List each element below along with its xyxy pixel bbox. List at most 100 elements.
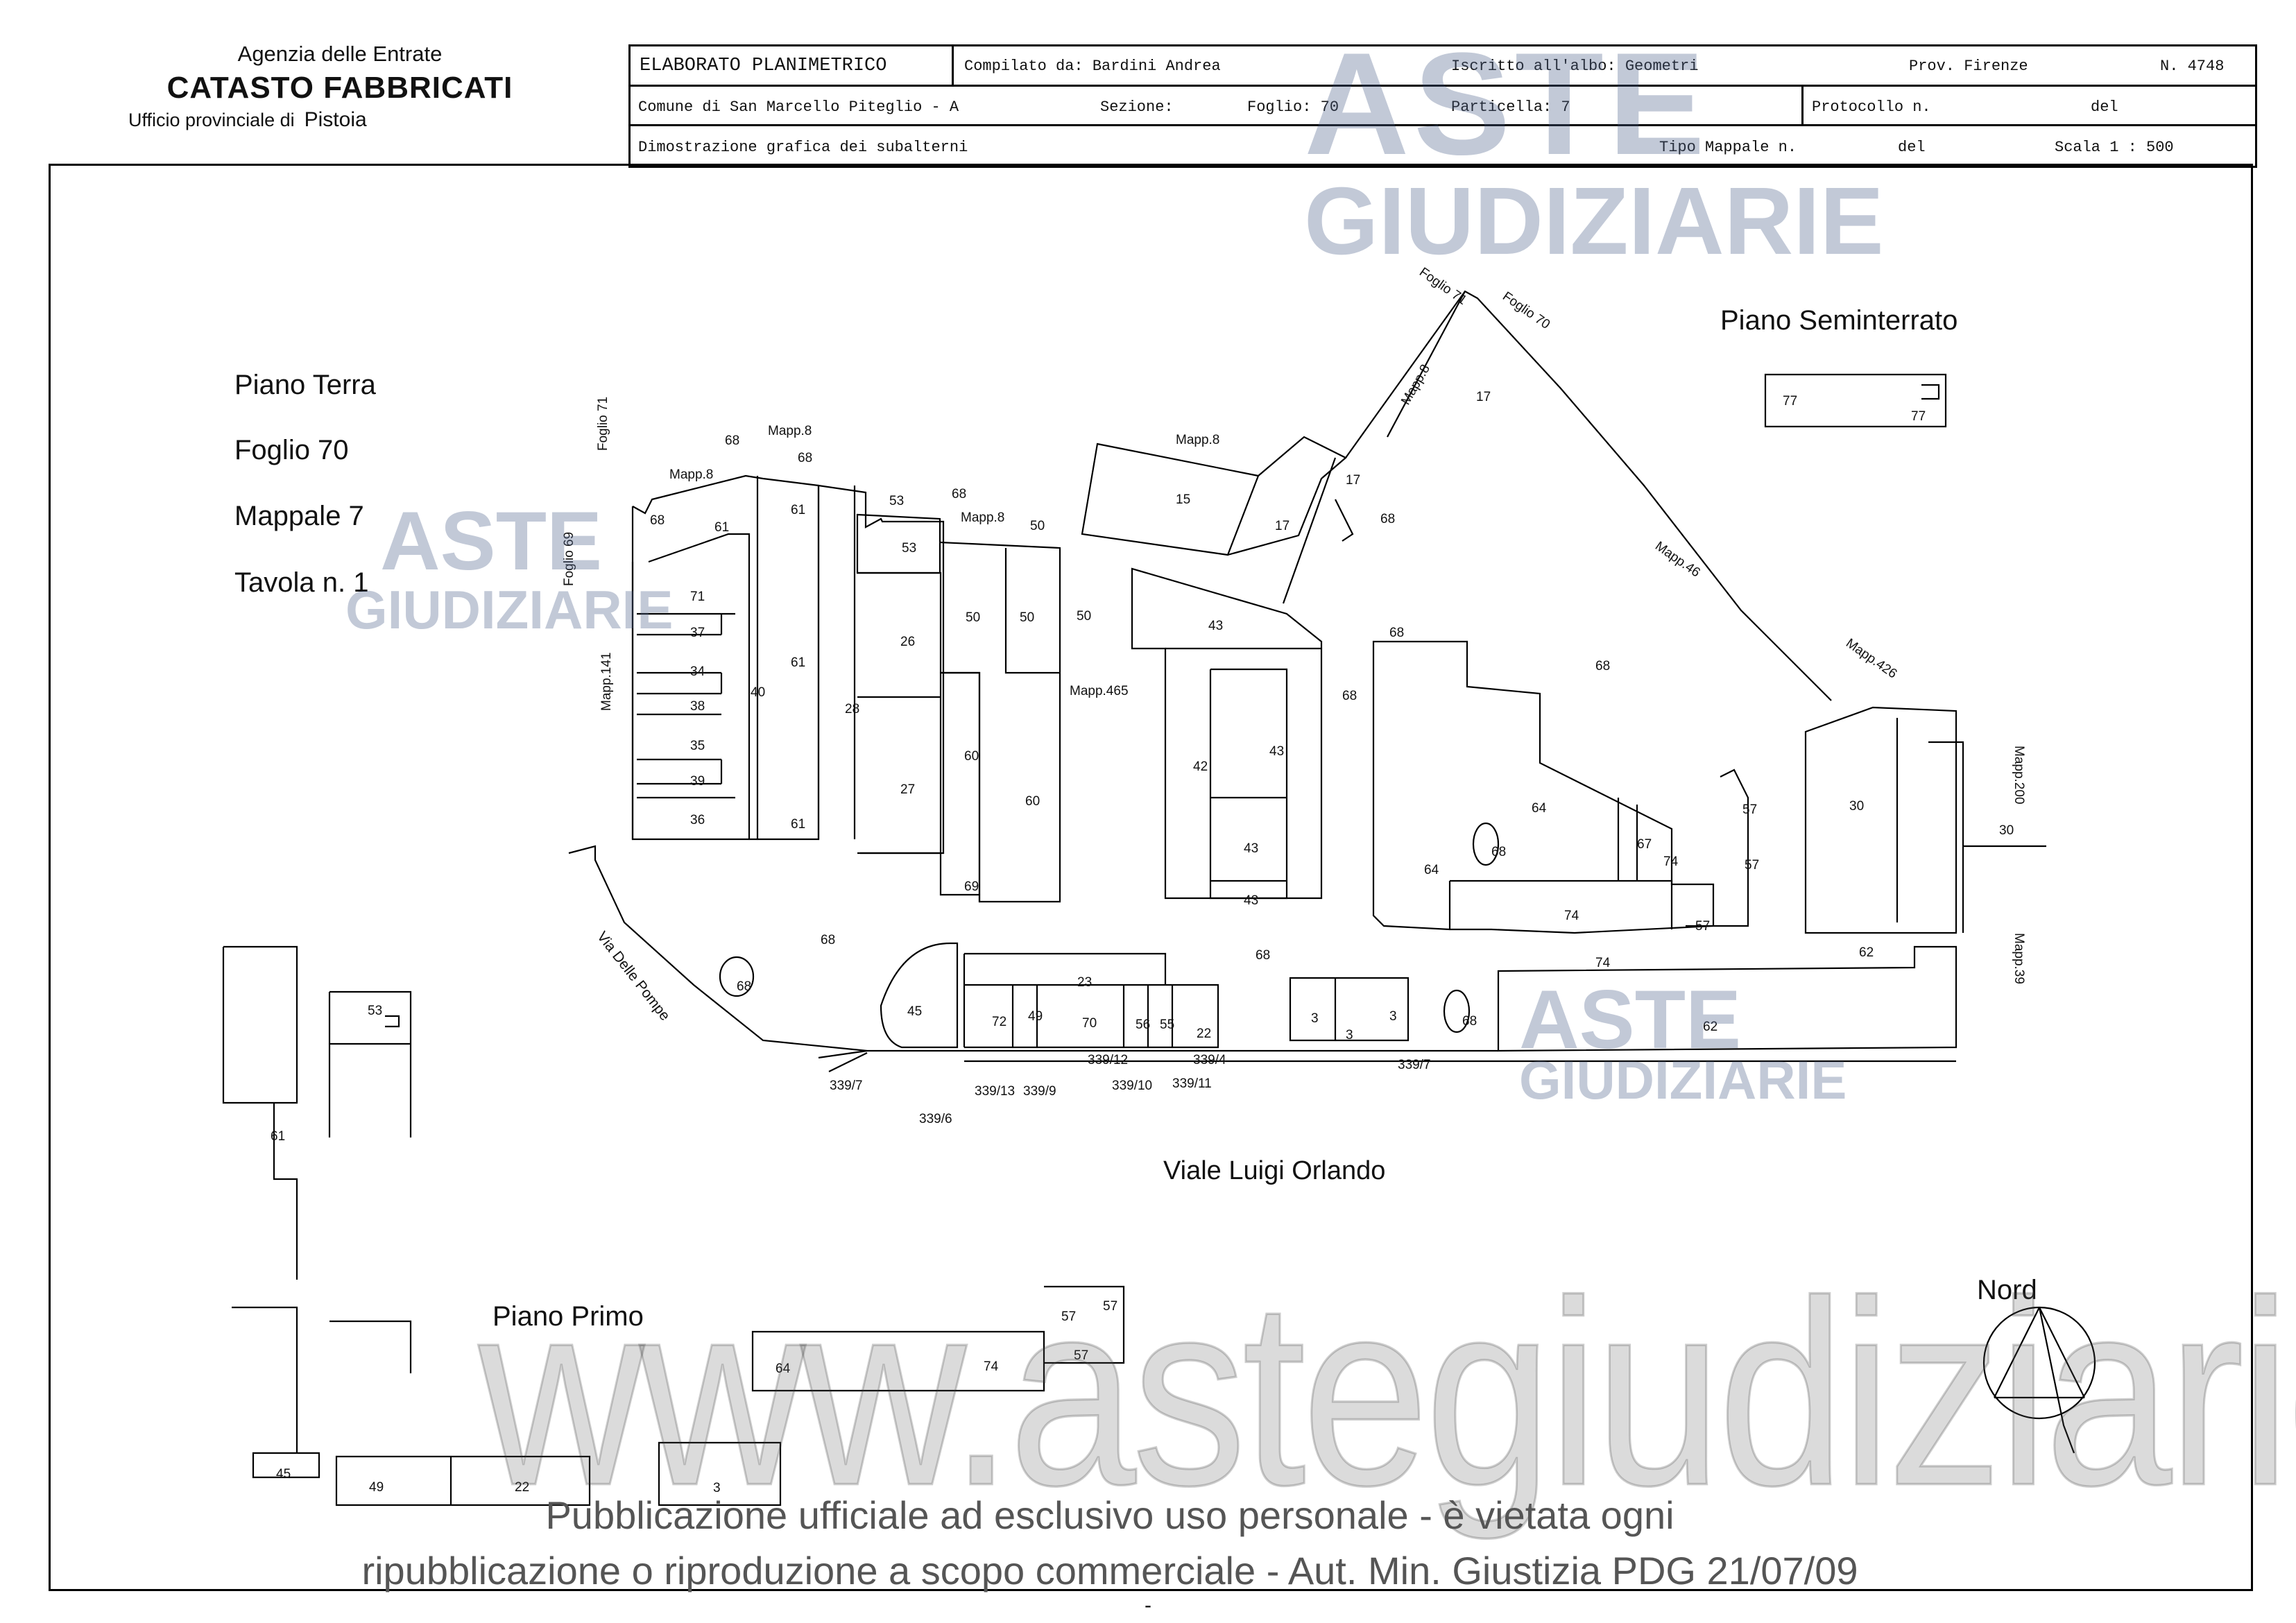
foglio: Foglio: 70 [1247,98,1339,116]
neighbour-foglio69: Foglio 69 [562,532,576,586]
subunit-number: 60 [964,749,979,764]
sheet-label: Foglio 70 [234,435,349,465]
block-outline [631,484,945,855]
subunit-number: 68 [1491,845,1507,859]
subunit-number: 64 [1532,801,1547,816]
subunit-number: 68 [798,451,813,465]
street-via-delle-pompe: Via Delle Pompe [594,929,673,1024]
subunit-number: 68 [650,513,665,528]
subunit-number: 49 [1028,1009,1043,1024]
agency-name: Agenzia delle Entrate [237,42,443,66]
subunit-number: 26 [900,635,916,649]
subunit-number: 57 [1695,919,1711,934]
particella: Particella: 7 [1451,98,1570,116]
subunit-number: 55 [1160,1017,1175,1032]
subunit-number: 45 [276,1467,291,1482]
subunit-number: 23 [1077,975,1093,990]
subunit-number: 37 [690,626,705,640]
subunit-number: 74 [1564,909,1579,923]
divider [628,85,2255,87]
divider [1801,85,1804,126]
subunit-number: 62 [1703,1020,1718,1034]
subunit-number: 74 [984,1359,999,1374]
watermark-giudiziarie: GIUDIZIARIE [345,579,674,640]
subunit-number: 45 [907,1004,923,1019]
scale: Scala 1 : 500 [2055,139,2174,156]
subunit-number: 68 [1389,626,1405,640]
neighbour-mapp8: Mapp.8 [669,467,713,482]
subunit-number: 68 [1342,689,1357,703]
watermark-aste: ASTE [380,495,603,587]
subunit-number: 35 [690,739,705,753]
subunit-number: 3 [713,1481,721,1495]
compiled-by: Compilato da: Bardini Andrea [964,58,1221,75]
floor-label-piano-seminterrato: Piano Seminterrato [1720,305,1958,336]
subunit-number: 50 [1077,609,1092,624]
subunit-number: 61 [271,1129,286,1144]
subunit-number: 36 [690,813,705,827]
registration-number: N. 4748 [2160,58,2225,75]
doc-type: ELABORATO PLANIMETRICO [640,55,887,76]
subunit-number: 57 [1742,802,1758,817]
floor-label-piano-terra: Piano Terra [234,370,376,400]
subunit-number: 339/7 [1398,1058,1431,1072]
subunit-number: 17 [1346,473,1361,488]
subunit-number: 68 [1380,512,1396,526]
neighbour-foglio70: Foglio 70 [1500,289,1552,332]
subunit-number: 64 [776,1362,791,1376]
subunit-number: 17 [1275,519,1290,533]
subunit-number: 67 [1637,837,1652,852]
subunit-number: 339/13 [975,1084,1016,1099]
neighbour-mapp8: Mapp.8 [1176,433,1219,447]
protocollo: Protocollo n. [1812,98,1931,116]
subunit-number: 50 [1020,610,1035,625]
subunit-number: 72 [992,1015,1007,1029]
subunit-number: 61 [791,503,806,517]
tipo-mappale: Tipo Mappale n. [1659,139,1797,156]
subunit-number: 339/11 [1172,1076,1212,1091]
subunit-number: 57 [1745,858,1760,873]
subunit-number: 61 [714,520,730,535]
title-block [628,44,2257,168]
watermark-url: www.astegiudiziarie.it [478,1244,2296,1541]
neighbour-mapp46: Mapp.46 [1652,539,1703,581]
watermark-aste: ASTE [1304,22,1710,185]
subunit-number: 53 [889,494,905,508]
subunit-number: 68 [1595,659,1611,673]
subunit-number: 43 [1244,841,1259,856]
subunit-number: 57 [1061,1309,1077,1324]
subunit-number: 339/10 [1112,1079,1153,1093]
subunit-number: 60 [1025,794,1040,809]
neighbour-mapp8: Mapp.8 [1398,362,1433,407]
subunit-number: 53 [902,541,917,556]
subunit-number: 68 [1462,1014,1477,1029]
office-city: Pistoia [304,108,367,131]
subunit-number: 3 [1311,1011,1319,1026]
subunit-number: 3 [1389,1009,1397,1024]
subunit-number: 339/4 [1193,1053,1226,1067]
subunit-number: 57 [1103,1299,1118,1314]
subunit-number: 28 [845,702,860,716]
subunit-number: 68 [821,933,836,947]
protocollo-del: del [2091,98,2118,116]
subunit-number: 40 [751,685,766,700]
disclaimer-line-1: Pubblicazione ufficiale ad esclusivo uso… [545,1493,1674,1537]
subunit-number: 49 [369,1480,384,1495]
tavola-label: Tavola n. 1 [234,567,369,598]
subunit-number: 27 [900,782,916,797]
watermark-aste: ASTE [1519,973,1742,1066]
subunit-number: 34 [690,664,705,679]
description: Dimostrazione grafica dei subalterni [638,139,968,156]
subunit-number: 50 [1030,519,1045,533]
subunit-number: 70 [1082,1016,1097,1031]
subunit-number: 50 [966,610,981,625]
subunit-number: 57 [1074,1348,1089,1363]
catasto-header: Agenzia delle Entrate CATASTO FABBRICATI… [49,42,631,132]
catasto-title: CATASTO FABBRICATI [166,71,513,105]
subunit-number: 74 [1663,855,1679,869]
subunit-number: 64 [1424,863,1439,877]
floor-label-piano-primo: Piano Primo [492,1301,644,1332]
neighbour-foglio71: Foglio 71 [596,397,610,451]
